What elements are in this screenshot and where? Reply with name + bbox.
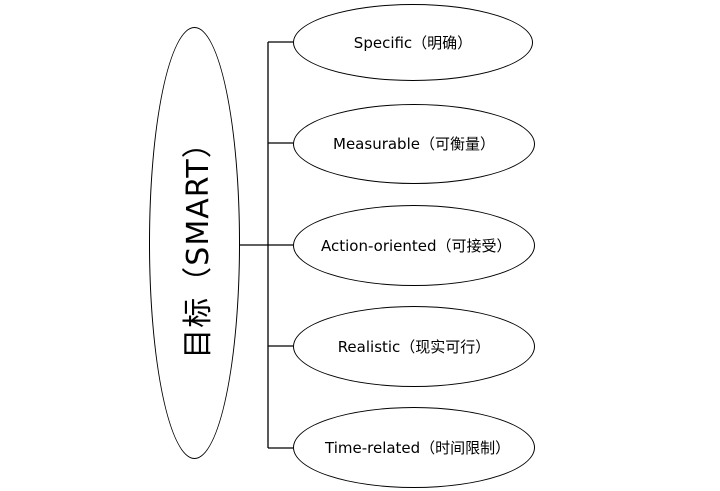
node-realistic: Realistic（现实可行） [293, 306, 535, 387]
node-measurable: Measurable（可衡量） [293, 104, 535, 184]
node-action-oriented-label: Action-oriented（可接受） [321, 236, 512, 255]
goal-smart-ellipse [149, 27, 240, 459]
node-measurable-label: Measurable（可衡量） [333, 135, 495, 153]
node-action-oriented: Action-oriented（可接受） [293, 205, 535, 286]
node-specific-label: Specific（明确） [353, 33, 473, 52]
goal-smart-label: 目标（SMART） [180, 127, 216, 359]
node-time-related-label: Time-related（时间限制） [325, 438, 511, 457]
node-time-related: Time-related（时间限制） [293, 407, 535, 488]
node-specific: Specific（明确） [293, 4, 533, 81]
node-realistic-label: Realistic（现实可行） [337, 337, 491, 356]
